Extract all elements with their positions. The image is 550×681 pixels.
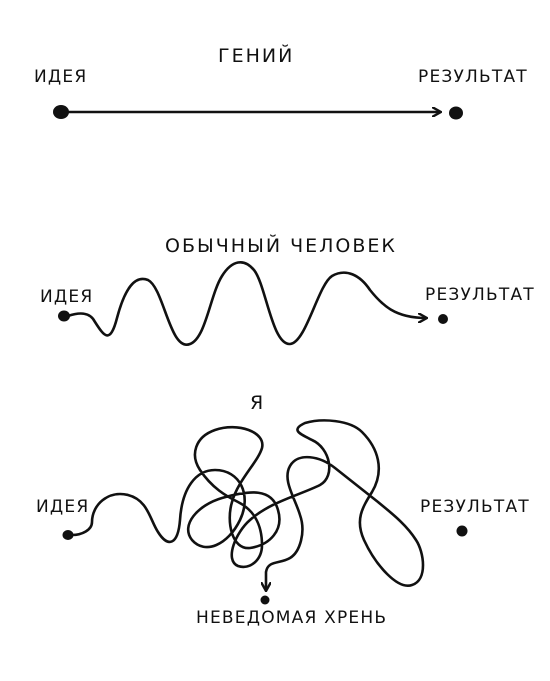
- me-outcome-label: НЕВЕДОМАЯ ХРЕНЬ: [196, 608, 387, 628]
- ordinary-result-label: РЕЗУЛЬТАТ: [425, 285, 535, 305]
- panel-genius: ГЕНИЙ ИДЕЯ РЕЗУЛЬТАТ: [34, 44, 528, 120]
- genius-title: ГЕНИЙ: [218, 44, 294, 67]
- me-result-label: РЕЗУЛЬТАТ: [420, 497, 530, 517]
- genius-result-dot: [449, 106, 463, 120]
- me-idea-label: ИДЕЯ: [36, 497, 89, 517]
- panel-me: Я ИДЕЯ РЕЗУЛЬТАТ НЕВЕДОМАЯ ХРЕНЬ: [36, 392, 530, 628]
- ordinary-idea-dot: [58, 310, 70, 322]
- me-result-dot: [456, 525, 468, 537]
- ordinary-result-dot: [438, 314, 448, 324]
- ordinary-idea-label: ИДЕЯ: [40, 287, 93, 307]
- genius-idea-dot: [53, 105, 69, 119]
- ordinary-wavy-path-arrow: [66, 261, 426, 346]
- genius-result-label: РЕЗУЛЬТАТ: [418, 67, 528, 87]
- me-tangled-path-arrow: [70, 419, 425, 590]
- me-title: Я: [250, 392, 265, 414]
- me-outcome-dot: [260, 595, 270, 605]
- panel-ordinary: ОБЫЧНЫЙ ЧЕЛОВЕК ИДЕЯ РЕЗУЛЬТАТ: [40, 234, 535, 346]
- genius-idea-label: ИДЕЯ: [34, 67, 87, 87]
- ordinary-title: ОБЫЧНЫЙ ЧЕЛОВЕК: [165, 234, 397, 257]
- me-idea-dot: [62, 530, 74, 540]
